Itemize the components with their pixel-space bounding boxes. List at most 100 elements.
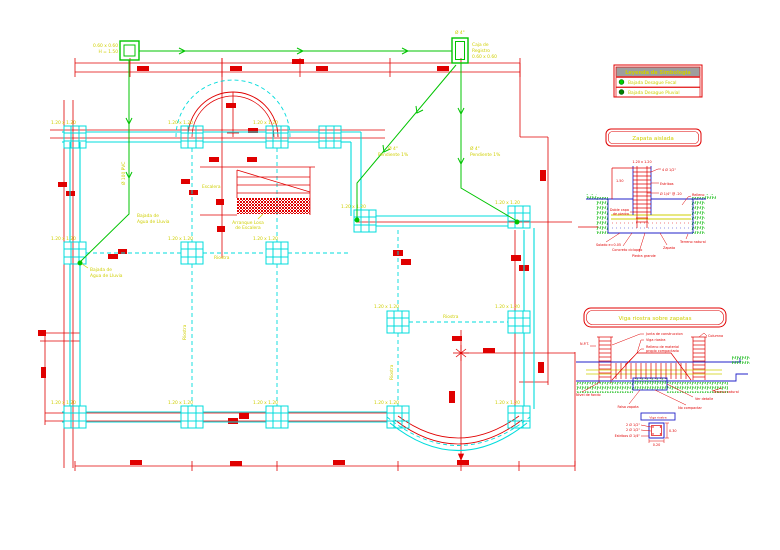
zapata-stirrup-label: Estribos [660,182,674,186]
registro-box-1 [119,40,140,61]
column-marker [386,405,410,429]
pipe-slope-label: Pendiente 1% [470,152,500,158]
column-marker [265,125,289,149]
zapata-bottom-label: Concreto ciclopeo [612,248,642,252]
stairs: Escalera Arranque Losa de Escalera [200,166,315,231]
stairs-label: Escalera [202,184,221,190]
detail-zapata: Zapata aislada [578,128,716,258]
drainage-labels: 0.60 x 0.60 H = 1.50 Ø 4" Caja de Regist… [81,29,500,279]
column-marker [180,125,204,149]
column-marker [265,405,289,429]
column-marker [63,405,87,429]
column-marker [507,205,531,229]
drainage-network [77,37,520,266]
soil-hatch [667,382,728,393]
viga-bottom-label: Nivel de fondo [576,393,601,397]
viga-label: Relleno de material [646,345,679,349]
riostra-label: Riostra [389,364,395,380]
legend-item-label: Bajada Desague Fecal [628,80,677,86]
column-size-label: 1.20 x 1.20 [51,236,76,242]
zapata-bottom-label: Piedra grande [632,254,656,258]
zapata-fill-label: Relleno [692,193,704,197]
registro2-label: 0.60 x 0.60 [472,54,497,60]
column-size-labels: 1.20 x 1.20 1.20 x 1.20 1.20 x 1.20 1.20… [51,120,520,406]
column-marker [180,405,204,429]
section-rebar-label: 2 Ø 1/2" [626,422,640,427]
registro2-top-label: Ø 4" [455,29,465,36]
column-marker [507,310,531,334]
column-grid [63,125,531,429]
falsa-zapata-block [632,377,668,391]
riostra-label: Riostra [443,314,459,320]
pipe-slope-label: Pendiente 1% [378,152,408,158]
dimension-lines [40,58,576,471]
vent-pipe-label: Ø 100 PVC [120,162,127,185]
section-height-dim: 0.30 [669,429,677,433]
viga-bottom-label: Falsa zapata [617,405,638,409]
zapata-doble-label: de piedra [613,212,629,216]
column-marker [63,125,87,149]
column-size-label: 1.20 x 1.20 [495,400,520,406]
column-size-label: 1.20 x 1.20 [168,120,193,126]
soil-hatch [596,197,608,234]
column-size-label: 1.20 x 1.20 [341,204,366,210]
registro2-label: Caja de [472,42,489,48]
column-marker [180,241,204,265]
stair-slab-hatch [237,198,310,214]
section-stirrup-label: Estribos Ø 1/4" [615,433,641,438]
viga-bottom-label: Ver detalle [695,397,713,401]
column-size-label: 1.20 x 1.20 [253,236,278,242]
zapata-bottom-label: Terreno natural [679,240,706,244]
riostra-dashed-axes [86,148,508,406]
column-marker [353,209,377,233]
column-size-label: 1.20 x 1.20 [168,400,193,406]
viga-section-title: Viga riostra [649,415,666,419]
viga-label: Junta de construccion [645,332,683,336]
riostra-label: Riostra [182,324,188,340]
pipe-slope-label: Ø 4" [470,145,480,152]
soil-hatch [691,197,705,234]
legend-item-label: Bajada Desague Pluvial [628,90,680,96]
legend-title: Leyenda de Simbologia [625,70,691,76]
registro2-label: Registro [472,48,490,54]
column-marker [63,241,87,265]
rain-downpipe-label: Agua de Lluvia [137,219,170,225]
legend: Leyenda de Simbologia Bajada Desague Fec… [613,64,703,98]
zapata-bottom-label: Solado e=0.05 [596,243,621,247]
viga-label: propio compactado [646,349,679,353]
zapata-depth-label: 1.50 [616,179,624,183]
detail-viga: Viga riostra sobre zapatas [576,307,750,447]
rain-downpipe-label: Agua de Lluvia [90,273,123,279]
column-size-label: 1.20 x 1.20 [253,120,278,126]
viga-npt-label: N.P.T. [580,342,589,346]
column-marker [318,125,342,149]
column-marker [507,405,531,429]
section-rebar-label: 2 Ø 1/2" [626,427,640,432]
registro1-label: H = 1.50 [98,49,118,55]
legend-pluvial-icon [618,89,625,95]
rain-downpipe-label: Bajada de [90,267,112,273]
section-width-dim: 0.20 [653,443,661,447]
legend-header [615,66,701,77]
zapata-doble-label: Doble capa [610,208,629,212]
dimension-text-blobs [38,59,546,466]
registro1-label: 0.60 x 0.60 [93,43,118,49]
zapata-rebar-label: 4 Ø 1/2" [662,167,676,172]
stair-start-label: de Escalera [235,225,261,231]
viga-bottom-label: No compactar [678,406,702,410]
stair-start-label: Arranque Losa [232,220,264,226]
rain-downpipe-label: Bajada de [137,213,159,219]
column-size-label: 1.20 x 1.20 [374,304,399,310]
viga-label: Viga riostra [646,338,665,342]
riostra-label: Riostra [214,255,230,261]
floor-plan-walls [62,131,535,451]
column-size-label: 1.20 x 1.20 [495,200,520,206]
column-size-label: 1.20 x 1.20 [253,400,278,406]
viga-bottom-label: Terreno natural [712,390,739,394]
detail-viga-title: Viga riostra sobre zapatas [618,316,691,322]
column-size-label: 1.20 x 1.20 [495,304,520,310]
zapata-bottom-label: Zapata [663,246,675,250]
riostra-labels: Riostra Riostra Riostra Riostra [182,255,459,380]
